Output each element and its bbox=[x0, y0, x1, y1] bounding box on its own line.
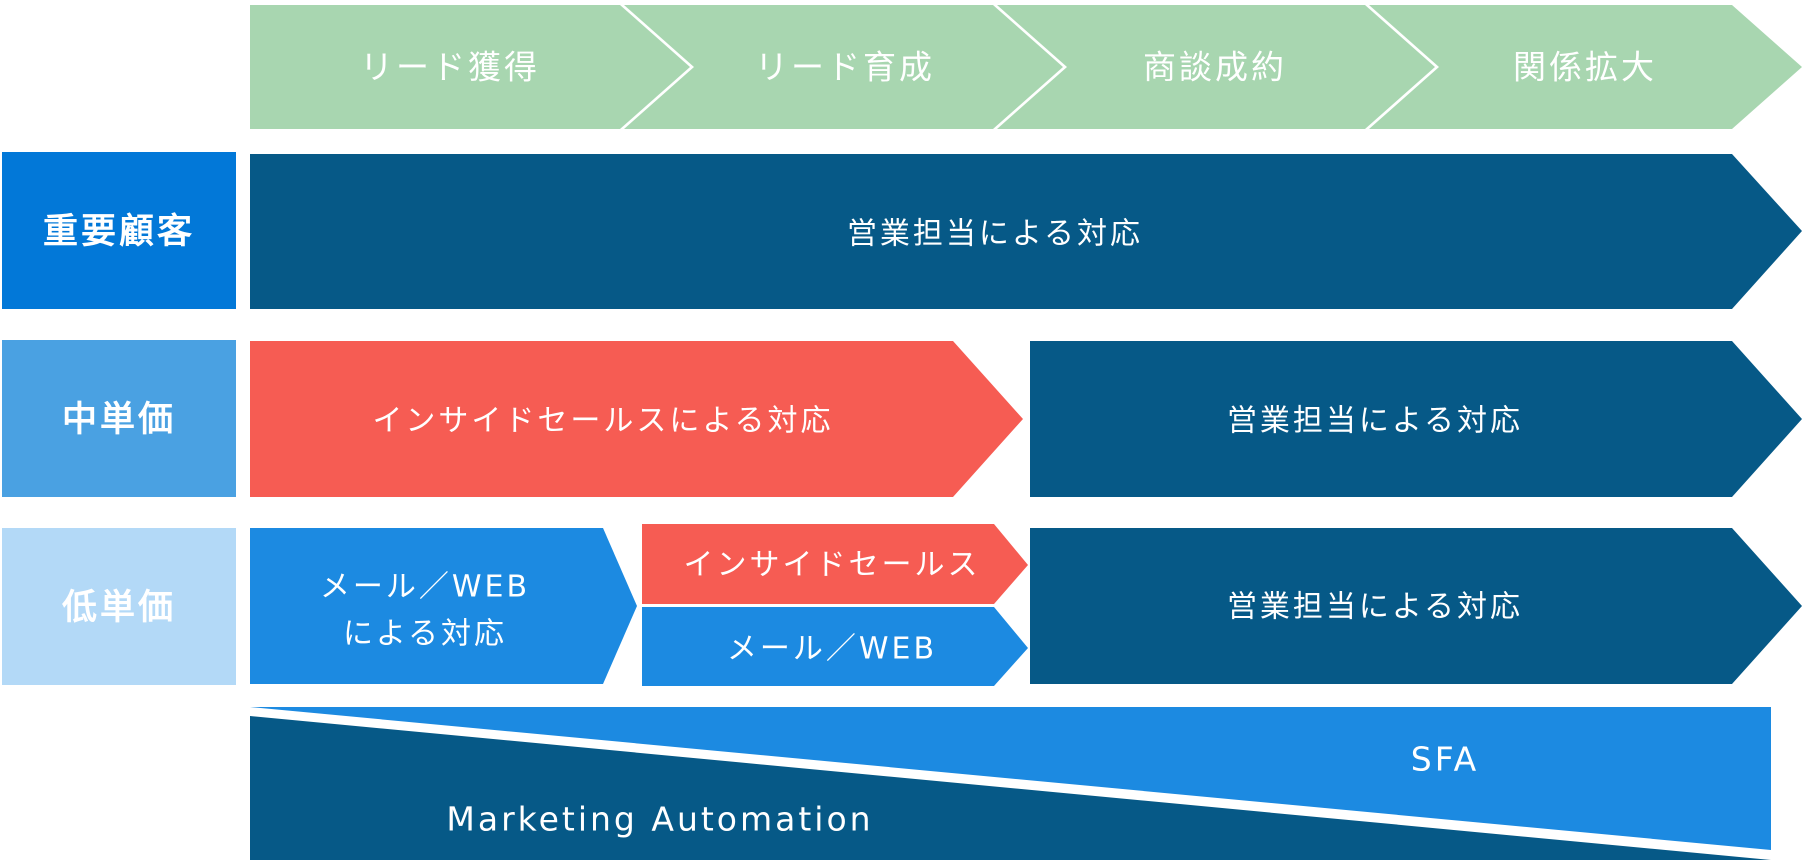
row-label-box-low bbox=[2, 528, 236, 685]
row-high: 重要顧客 営業担当による対応 bbox=[2, 152, 1802, 309]
sales-label-low: 営業担当による対応 bbox=[1227, 590, 1523, 625]
row-mid: 中単価 インサイドセールスによる対応 営業担当による対応 bbox=[2, 340, 1802, 497]
stage-chevron-4 bbox=[1369, 5, 1802, 129]
stage-chevron-2 bbox=[624, 5, 1063, 129]
row-label-box-high bbox=[2, 152, 236, 309]
sales-label-mid: 営業担当による対応 bbox=[1227, 404, 1523, 439]
web-bar-low bbox=[250, 528, 637, 684]
inside-sales-bar-low bbox=[642, 524, 1028, 604]
web-bar-low-small bbox=[642, 607, 1028, 686]
row-label-low: 低単価 bbox=[62, 588, 176, 628]
stage-chevron-1 bbox=[250, 5, 690, 129]
ma-label: Marketing Automation bbox=[446, 800, 873, 839]
sales-bar-mid bbox=[1030, 341, 1802, 497]
web-label-line2: による対応 bbox=[343, 617, 507, 652]
row-label-high: 重要顧客 bbox=[43, 211, 195, 252]
row-low: 低単価 メール／WEB による対応 インサイドセールス メール／WEB 営業担当… bbox=[2, 524, 1802, 686]
inside-sales-label-mid: インサイドセールスによる対応 bbox=[372, 404, 833, 439]
row-label-box-mid bbox=[2, 340, 236, 497]
stage-header: リード獲得 リード育成 商談成約 関係拡大 bbox=[250, 5, 1802, 129]
stage-label-1: リード獲得 bbox=[360, 48, 540, 87]
sfa-wedge bbox=[250, 707, 1771, 850]
tools-band: SFA Marketing Automation bbox=[250, 707, 1771, 860]
stage-label-4: 関係拡大 bbox=[1513, 48, 1657, 87]
stage-chevron-3 bbox=[997, 5, 1435, 129]
sales-bar-low bbox=[1030, 528, 1802, 684]
ma-wedge bbox=[250, 716, 1771, 860]
stage-label-2: リード育成 bbox=[755, 48, 935, 87]
web-label-low-small: メール／WEB bbox=[727, 632, 937, 667]
sales-bar-high bbox=[250, 154, 1802, 309]
inside-sales-bar-mid bbox=[250, 341, 1023, 497]
row-label-mid: 中単価 bbox=[62, 400, 176, 440]
sfa-label: SFA bbox=[1411, 740, 1479, 779]
sales-label-high: 営業担当による対応 bbox=[847, 217, 1143, 252]
stage-label-3: 商談成約 bbox=[1143, 48, 1287, 87]
web-label-line1: メール／WEB bbox=[320, 570, 530, 605]
inside-sales-label-low: インサイドセールス bbox=[684, 548, 981, 583]
